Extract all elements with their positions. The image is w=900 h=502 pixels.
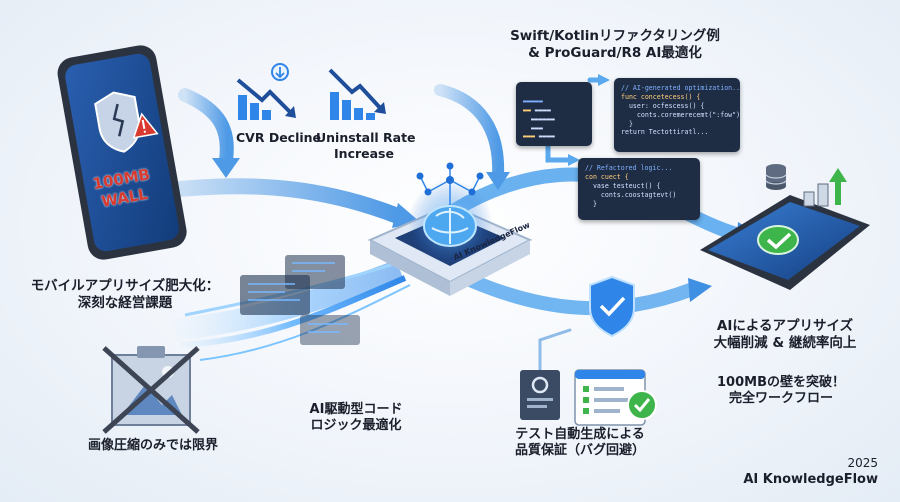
image-limit-label: 画像圧縮のみでは限界 — [88, 438, 219, 453]
code-panel-top: // AI-generated optimization... func con… — [614, 78, 740, 152]
refactor-label: Swift/Kotlinリファクタリング例 & ProGuard/R8 AI最適… — [500, 28, 730, 62]
uninstall-rate-line2: Increase — [334, 145, 394, 161]
result-line2: 大幅削減 & 継続率向上 — [713, 334, 857, 351]
footer-brand: AI KnowledgeFlow — [743, 472, 878, 487]
refactor-line1: Swift/Kotlinリファクタリング例 — [510, 28, 720, 44]
problem-label: モバイルアプリサイズ肥大化： 深刻な経営課題 — [30, 278, 220, 312]
ai-logic-line2: ロジック最適化 — [310, 418, 402, 434]
code-mid-line5: } — [585, 199, 597, 208]
problem-line1: モバイルアプリサイズ肥大化： — [30, 278, 220, 294]
testing-line1: テスト自動生成による — [515, 427, 645, 442]
cvr-decline-icon — [236, 63, 296, 120]
code-panel-left: ▬▬▬▬▬ ▬▬ ▬▬▬▬ ▬▬▬▬▬▬ ▬▬▬ ▬▬▬ ▬▬▬▬ — [516, 82, 592, 146]
code-mid-line3: vase testeuct() { — [585, 181, 661, 190]
breakthrough-line2: 完全ワークフロー — [728, 391, 833, 407]
code-mid-line2: con cuect { — [585, 172, 629, 181]
problem-line2: 深刻な経営課題 — [77, 294, 173, 311]
ai-logic-line1: AI駆動型コード — [309, 402, 403, 417]
cvr-decline-label: CVR Decline — [236, 130, 322, 145]
growth-arrow-icon — [803, 168, 847, 207]
code-panel-mid: // Refactored logic... con cuect { vase … — [578, 158, 700, 220]
ai-hub — [367, 162, 533, 296]
breakthrough-line1: 100MBの壁を突破！ — [717, 375, 845, 390]
uninstall-rate-icon — [328, 68, 386, 120]
code-mid-line4: conts.coostagtevt() — [585, 190, 677, 199]
shield-check-icon — [589, 275, 635, 338]
crossed-image-icon — [102, 346, 200, 434]
uninstall-rate-label: Uninstall Rate Increase — [316, 130, 416, 161]
breakthrough-label: 100MBの壁を突破！ 完全ワークフロー — [696, 375, 866, 408]
refactor-line2: & ProGuard/R8 AI最適化 — [528, 44, 702, 61]
test-report-icon — [520, 369, 657, 426]
ai-logic-label: AI駆動型コード ロジック最適化 — [296, 402, 416, 435]
testing-line2: 品質保証（バグ回避） — [514, 443, 645, 459]
code-top-line4: conts.coremerecemt(":fow") — [621, 110, 740, 119]
code-top-line2: func concetecess() { — [621, 92, 701, 101]
code-top-line3: user: ocfescess() { — [621, 101, 705, 110]
code-top-line6: return Tectottiratl... — [621, 128, 709, 137]
testing-label: テスト自動生成による 品質保証（バグ回避） — [490, 427, 670, 460]
flow-arrows — [162, 74, 764, 382]
phone-left — [57, 45, 187, 260]
footer-year: 2025 — [847, 456, 878, 470]
phone-right — [700, 195, 870, 290]
code-stream — [173, 255, 411, 361]
code-top-comment: // AI-generated optimization... — [621, 84, 740, 92]
code-mid-comment: // Refactored logic... — [585, 164, 673, 172]
uninstall-rate-line1: Uninstall Rate — [316, 130, 416, 145]
code-top-line5: } — [621, 119, 633, 128]
result-line1: AIによるアプリサイズ — [716, 318, 854, 334]
result-label: AIによるアプリサイズ 大幅削減 & 継続率向上 — [690, 318, 880, 352]
database-icon — [765, 164, 787, 190]
